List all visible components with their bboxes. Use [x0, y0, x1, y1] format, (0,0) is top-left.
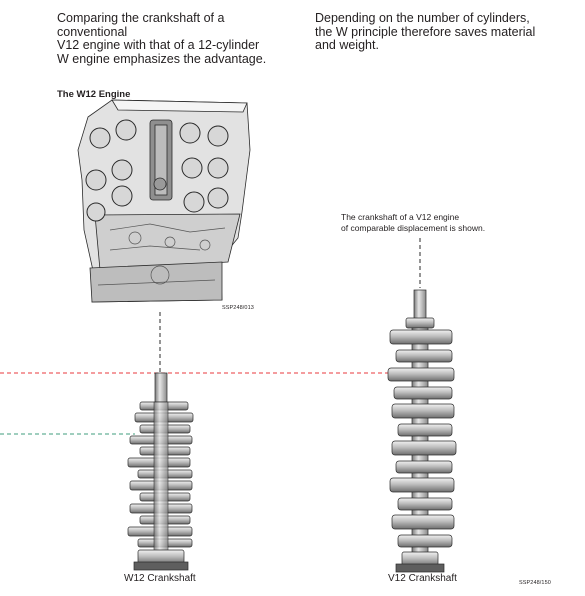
intro-text-right: Depending on the number of cylinders, th…	[315, 11, 536, 52]
page-figure-code: SSP248/150	[519, 580, 551, 586]
w12-crankshaft	[127, 372, 194, 571]
engine-label: The W12 Engine	[57, 89, 131, 100]
v12-crankshaft-label: V12 Crankshaft	[388, 573, 457, 584]
w12-engine-block	[77, 99, 251, 303]
v12-crankshaft	[387, 289, 457, 573]
intro-text-left: Comparing the crankshaft of a convention…	[57, 11, 267, 66]
w12-crankshaft-label: W12 Crankshaft	[124, 573, 196, 584]
engine-figure-code: SSP248/013	[222, 305, 254, 311]
v12-caption: The crankshaft of a V12 engine of compar…	[341, 212, 486, 233]
